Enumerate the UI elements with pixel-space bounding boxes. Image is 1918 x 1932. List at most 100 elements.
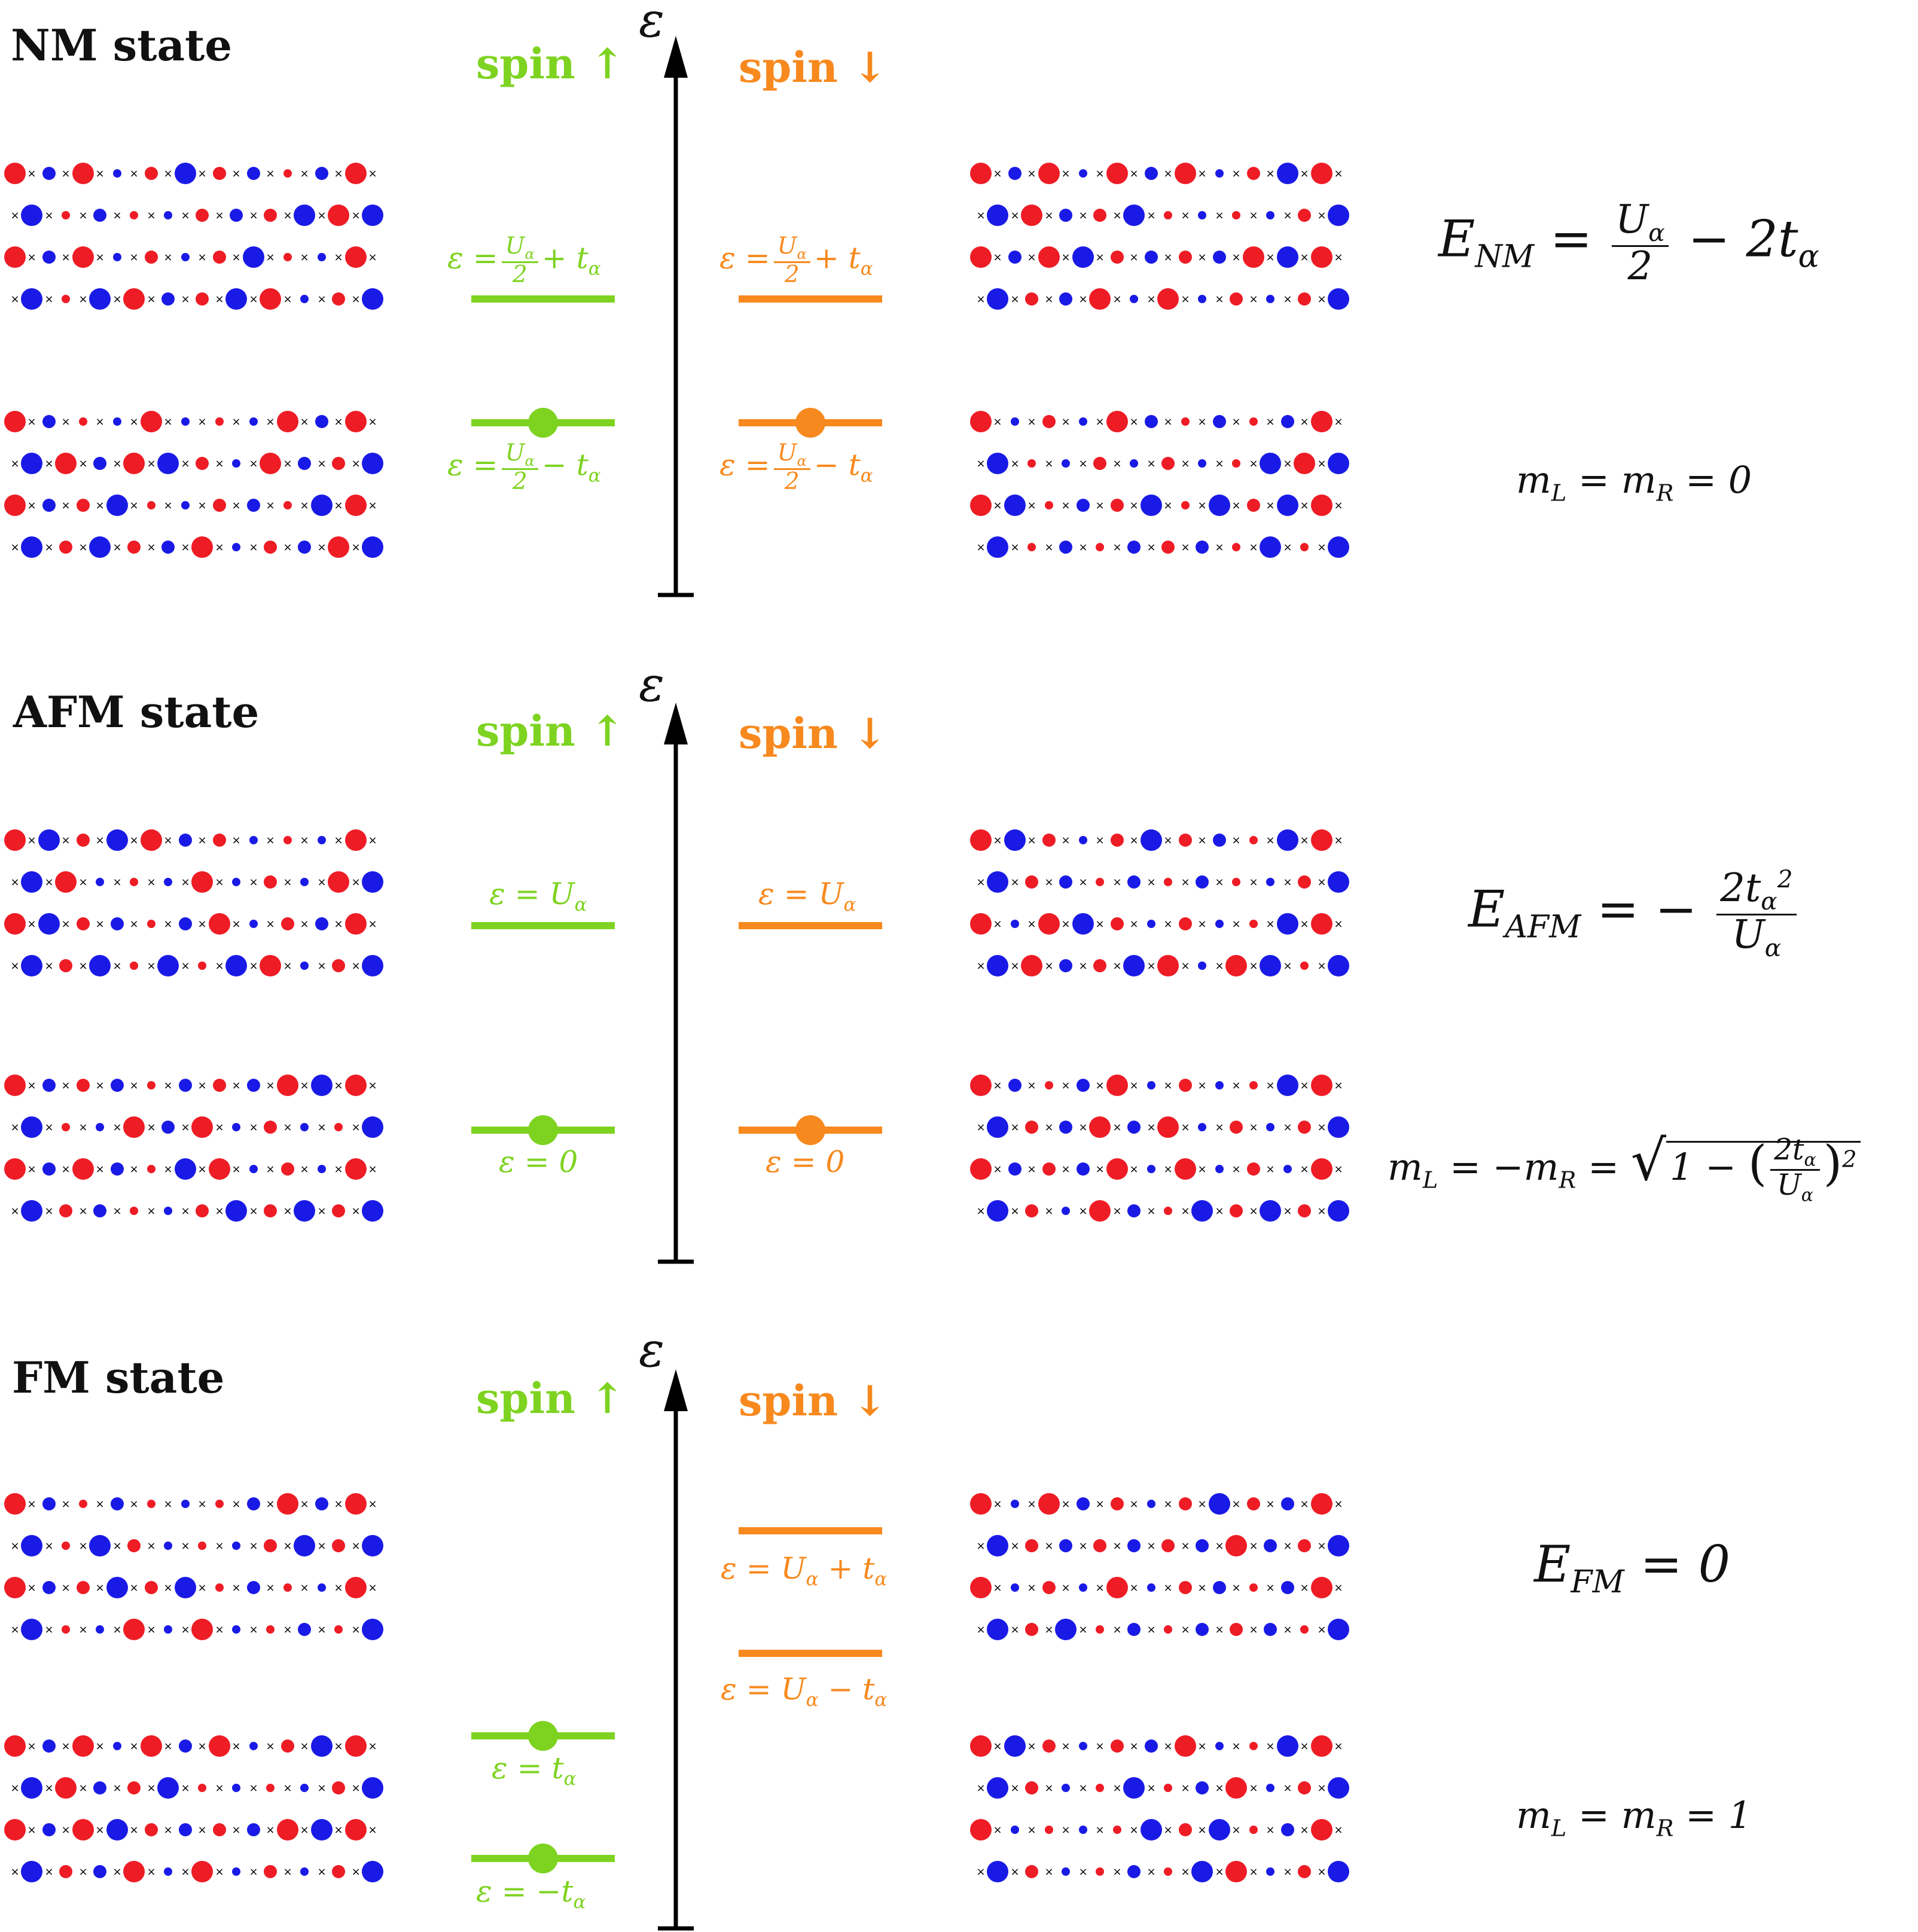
lattice-site: [1077, 1497, 1090, 1510]
lattice-site: [38, 829, 60, 851]
lattice-site: [181, 501, 190, 509]
lattice-node-marker: ×: [44, 1866, 53, 1878]
lattice-site: [1027, 543, 1036, 551]
lattice-node-marker: ×: [976, 457, 985, 470]
lattice-node-marker: ×: [1044, 960, 1053, 972]
lattice-node-marker: ×: [1044, 209, 1053, 222]
lattice-site: [970, 829, 992, 851]
lattice-node-marker: ×: [976, 209, 985, 222]
lattice-site: [161, 541, 175, 554]
lattice-site: [4, 1577, 26, 1598]
lattice-site: [1130, 459, 1138, 468]
fm-axis-label: ε: [639, 1322, 664, 1378]
lattice-site: [42, 1739, 56, 1753]
lattice-node-marker: ×: [1334, 1824, 1343, 1836]
lattice-site: [1266, 1784, 1274, 1792]
lattice-node-marker: ×: [215, 1866, 224, 1878]
lattice-site: [1038, 913, 1060, 935]
lattice-node-marker: ×: [1300, 834, 1309, 847]
lattice-site: [1328, 1200, 1349, 1222]
lattice-site: [362, 536, 383, 558]
lattice-node-marker: ×: [1112, 1540, 1121, 1552]
lattice-node-marker: ×: [231, 918, 240, 930]
lattice-node-marker: ×: [1197, 167, 1206, 180]
lattice-site: [1027, 459, 1036, 468]
lattice-node-marker: ×: [147, 1121, 155, 1134]
lattice-site: [1123, 205, 1145, 226]
lattice-node-marker: ×: [197, 251, 206, 264]
lattice-node-marker: ×: [10, 1782, 19, 1794]
lattice-node-marker: ×: [1163, 1582, 1172, 1594]
lattice-node-marker: ×: [27, 416, 36, 428]
lattice-site: [1311, 1493, 1332, 1515]
afm-orbital-lower-right: ××××××××××××××××××××××××××××××××××××××××…: [970, 1075, 1349, 1222]
lattice-site: [247, 1497, 260, 1510]
lattice-site: [89, 1535, 111, 1556]
lattice-node-marker: ×: [1317, 1866, 1326, 1878]
lattice-node-marker: ×: [1231, 251, 1240, 264]
lattice-site: [1311, 913, 1332, 935]
lattice-site: [1079, 1742, 1087, 1750]
lattice-node-marker: ×: [112, 457, 121, 470]
lattice-site: [42, 251, 56, 264]
lattice-node-marker: ×: [351, 457, 360, 470]
lattice-node-marker: ×: [78, 541, 87, 554]
lattice-node-marker: ×: [300, 416, 309, 428]
lattice-site: [987, 1535, 1008, 1556]
lattice-node-marker: ×: [1112, 209, 1121, 222]
lattice-node-marker: ×: [95, 1498, 104, 1510]
lattice-site: [141, 411, 162, 432]
lattice-site: [987, 453, 1008, 474]
lattice-site: [1164, 1867, 1172, 1876]
lattice-site: [111, 917, 124, 930]
lattice-node-marker: ×: [78, 1121, 87, 1134]
lattice-site: [1230, 292, 1243, 306]
lattice-site: [970, 913, 992, 935]
lattice-node-marker: ×: [1129, 416, 1138, 428]
lattice-node-marker: ×: [1300, 1498, 1309, 1510]
lattice-node-marker: ×: [317, 1540, 326, 1552]
lattice-site: [232, 1542, 240, 1550]
lattice-site: [1311, 163, 1332, 184]
lattice-node-marker: ×: [44, 293, 53, 306]
lattice-node-marker: ×: [1027, 167, 1036, 180]
lattice-site: [106, 495, 128, 516]
lattice-node-marker: ×: [334, 1163, 343, 1176]
lattice-site: [264, 209, 277, 222]
lattice-site: [283, 501, 292, 509]
lattice-site: [311, 1735, 333, 1757]
lattice-site: [1059, 1121, 1072, 1134]
lattice-site: [332, 959, 345, 972]
lattice-node-marker: ×: [1334, 167, 1343, 180]
lattice-node-marker: ×: [300, 1824, 309, 1836]
lattice-node-marker: ×: [44, 541, 53, 554]
lattice-site: [1093, 1539, 1106, 1552]
fm-up-electron-9: [528, 1844, 558, 1873]
lattice-node-marker: ×: [1334, 251, 1343, 264]
lattice-node-marker: ×: [1283, 960, 1292, 972]
lattice-site: [4, 411, 26, 432]
lattice-site: [1045, 1081, 1053, 1089]
lattice-site: [1247, 1497, 1260, 1510]
lattice-site: [1089, 288, 1111, 310]
lattice-node-marker: ×: [993, 834, 1002, 847]
lattice-site: [318, 1583, 326, 1592]
lattice-site: [157, 453, 179, 474]
lattice-site: [266, 1625, 275, 1634]
lattice-site: [345, 1493, 367, 1515]
lattice-node-marker: ×: [27, 1740, 36, 1753]
lattice-site: [1011, 1500, 1019, 1508]
lattice-node-marker: ×: [1163, 1824, 1172, 1836]
lattice-site: [277, 411, 298, 432]
lattice-node-marker: ×: [1197, 1079, 1206, 1092]
lattice-node-marker: ×: [266, 1163, 275, 1176]
lattice-site: [1298, 875, 1311, 889]
lattice-node-marker: ×: [1129, 918, 1138, 930]
lattice-node-marker: ×: [197, 1740, 206, 1753]
lattice-node-marker: ×: [993, 167, 1002, 180]
afm-orbital-upper-right: ××××××××××××××××××××××××××××××××××××××××…: [970, 829, 1349, 976]
lattice-node-marker: ×: [95, 1582, 104, 1594]
lattice-site: [283, 836, 292, 844]
lattice-site: [4, 1493, 26, 1515]
lattice-node-marker: ×: [1095, 167, 1104, 180]
